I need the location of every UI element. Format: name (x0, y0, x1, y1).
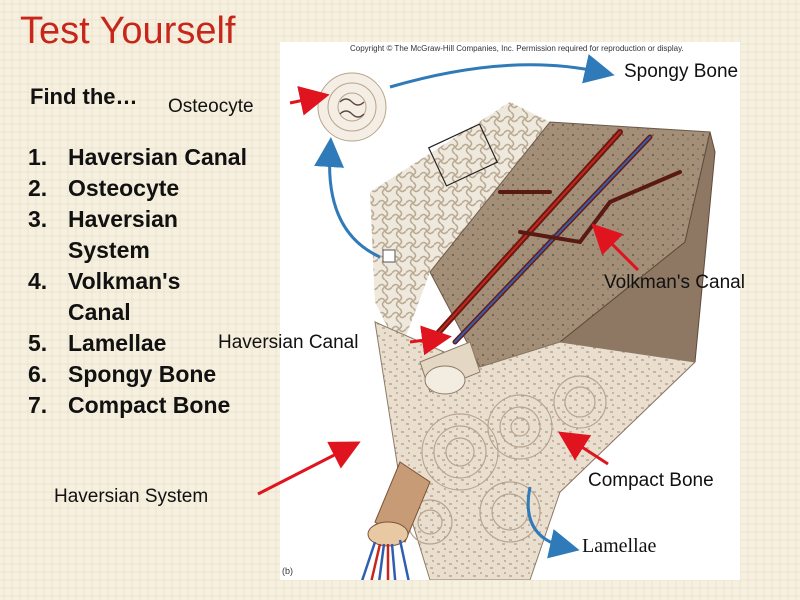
blood-vessels (427, 129, 682, 345)
label-compact-bone: Compact Bone (588, 470, 714, 491)
list-number: 2. (28, 175, 48, 201)
find-prompt: Find the… (30, 84, 138, 109)
list-number: 1. (28, 144, 48, 170)
slide-title: Test Yourself (20, 10, 236, 52)
copyright-notice: Copyright © The McGraw-Hill Companies, I… (350, 44, 684, 53)
term-list: 1. Haversian Canal 2. Osteocyte 3. Haversia… (28, 142, 248, 421)
list-number: 6. (28, 361, 48, 387)
bone-cross-section-svg (314, 54, 716, 591)
list-item: 2. Osteocyte (28, 173, 248, 204)
list-text: Haversian System (68, 206, 178, 263)
panel-label: (b) (282, 566, 293, 576)
label-lamellae: Lamellae (582, 535, 657, 557)
list-number: 5. (28, 330, 48, 356)
small-marker-box (382, 249, 396, 263)
list-text: Lamellae (68, 330, 167, 356)
list-number: 3. (28, 206, 48, 232)
list-text: Haversian Canal (68, 144, 247, 170)
blue-curve-arrow-left (314, 137, 381, 259)
haversian-canal-cylinder (419, 341, 481, 395)
list-item: 5. Lamellae (28, 328, 248, 359)
spongy-bone-region (370, 102, 550, 352)
label-volkmans-canal: Volkman's Canal (604, 272, 745, 293)
list-number: 7. (28, 392, 48, 418)
list-item: 3. Haversian System (28, 204, 248, 266)
label-haversian-canal: Haversian Canal (218, 332, 359, 353)
list-text: Compact Bone (68, 392, 231, 418)
list-number: 4. (28, 268, 48, 294)
label-osteocyte: Osteocyte (168, 96, 254, 117)
list-item: 1. Haversian Canal (28, 142, 248, 173)
list-text: Spongy Bone (68, 361, 217, 387)
blue-curve-arrow-top (389, 54, 615, 89)
label-haversian-system: Haversian System (54, 486, 209, 507)
osteocyte-inset (317, 72, 387, 142)
bone-illustration: Copyright © The McGraw-Hill Companies, I… (280, 42, 740, 591)
label-spongy-bone: Spongy Bone (624, 61, 739, 82)
list-text: Osteocyte (68, 175, 180, 201)
magnify-box (427, 123, 499, 187)
list-text: Volkman's Canal (68, 268, 181, 325)
haversian-system-cylinder (358, 461, 431, 591)
list-item: 4. Volkman's Canal (28, 266, 248, 328)
list-item: 6. Spongy Bone (28, 359, 248, 390)
list-item: 7. Compact Bone (28, 390, 248, 421)
blue-curve-arrow-bottom (526, 486, 580, 559)
